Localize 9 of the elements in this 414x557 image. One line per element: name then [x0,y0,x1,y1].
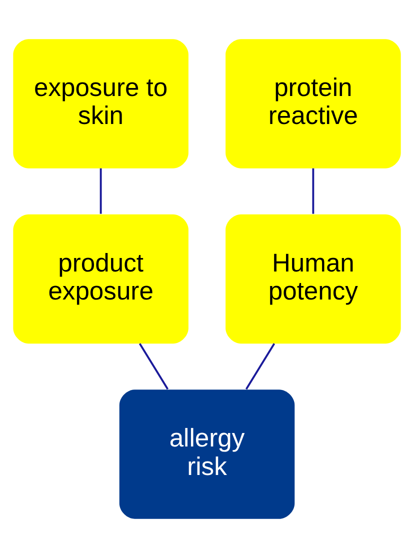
node-box: exposure to skin [13,38,188,168]
connector [312,168,314,214]
node-box: allergy risk [119,389,295,518]
connector [100,168,102,214]
node-box: protein reactive [226,38,401,168]
node-box: product exposure [13,214,188,344]
node-box: Human potency [226,214,401,344]
connector [245,342,276,390]
connector [138,342,169,390]
